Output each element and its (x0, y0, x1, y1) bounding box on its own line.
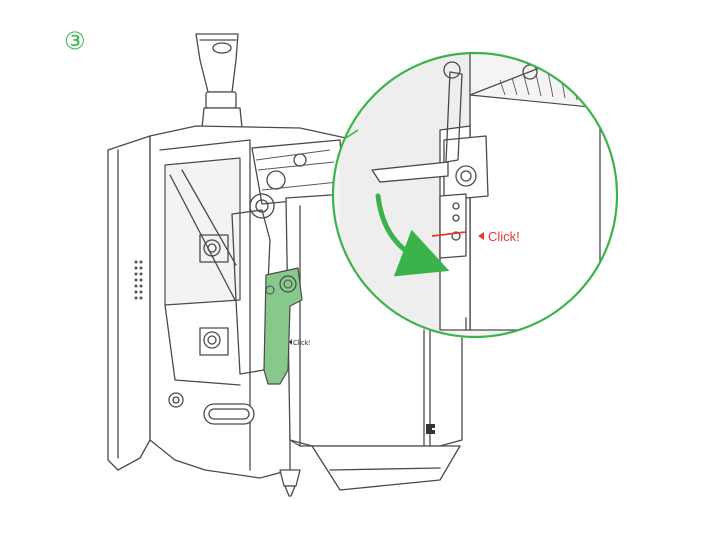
callout-magnifier: Click! (331, 51, 619, 339)
step-number-badge: ③ (64, 27, 86, 55)
callout-click-triangle (478, 232, 484, 240)
callout-leader-line (345, 129, 359, 139)
left-housing (107, 135, 151, 471)
green-lever (263, 267, 303, 385)
device-click-triangle (289, 339, 292, 345)
device-click-label: Click! (293, 340, 310, 347)
vent-grille (134, 260, 143, 300)
top-mount (195, 33, 243, 129)
main-frame (149, 125, 347, 479)
callout-click-label: Click! (488, 229, 520, 244)
curved-arrow-down-icon (375, 193, 450, 277)
nozzle (279, 469, 301, 497)
